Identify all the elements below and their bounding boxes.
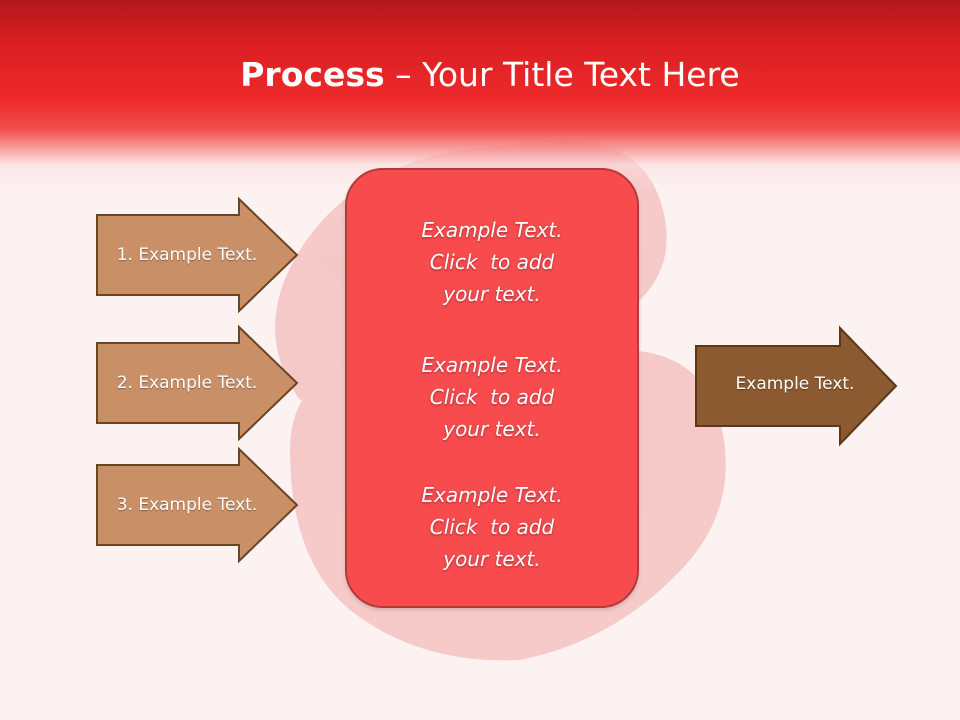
left-arrow-label: 2. Example Text. xyxy=(116,373,258,393)
paragraph-line: your text. xyxy=(443,547,541,571)
title-bold: Process xyxy=(240,55,385,94)
paragraph-line: Click to add xyxy=(429,250,555,274)
title-banner xyxy=(0,0,960,190)
paragraph-line: Example Text. xyxy=(421,218,563,242)
title-rest: – Your Title Text Here xyxy=(384,55,740,94)
slide-title[interactable]: Process – Your Title Text Here xyxy=(0,52,960,98)
arrow-right-shape xyxy=(96,324,299,442)
arrow-right-shape xyxy=(96,446,299,564)
paragraph-line: Example Text. xyxy=(421,353,563,377)
arrow-right-shape xyxy=(695,325,898,447)
center-text-box[interactable]: Example Text. Click to add your text. Ex… xyxy=(345,168,639,608)
paragraph-line: your text. xyxy=(443,417,541,441)
paragraph-line: Example Text. xyxy=(421,483,563,507)
paragraph-line: Click to add xyxy=(429,515,555,539)
paragraph-line: Click to add xyxy=(429,385,555,409)
left-arrow-label: 3. Example Text. xyxy=(116,495,258,515)
center-paragraph-2: Example Text. Click to add your text. xyxy=(347,349,637,445)
center-paragraph-1: Example Text. Click to add your text. xyxy=(347,214,637,310)
right-arrow-label: Example Text. xyxy=(735,374,855,394)
left-arrow-label: 1. Example Text. xyxy=(116,245,258,265)
paragraph-line: your text. xyxy=(443,282,541,306)
arrow-right-shape xyxy=(96,196,299,314)
center-paragraph-3: Example Text. Click to add your text. xyxy=(347,479,637,575)
